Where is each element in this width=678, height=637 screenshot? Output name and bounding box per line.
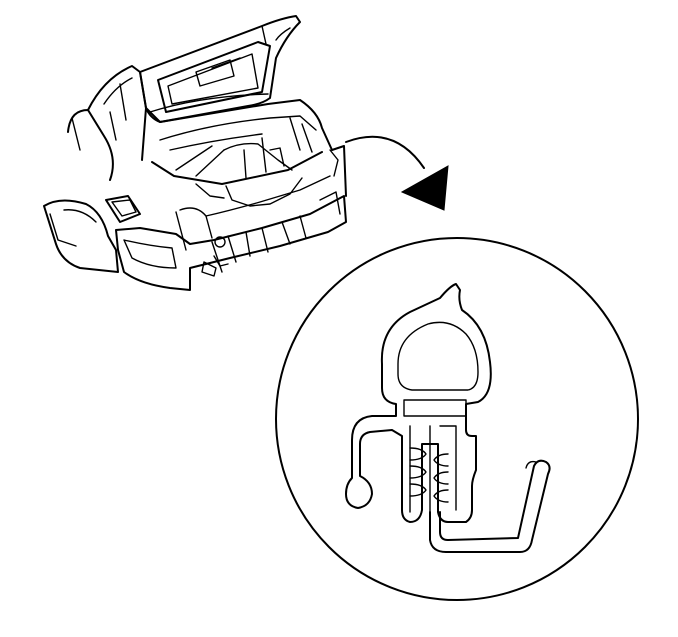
trunk-lid <box>139 15 301 123</box>
curved-callout-arrow <box>345 135 449 211</box>
trunk-opening <box>145 99 347 207</box>
circular-detail-view <box>275 237 639 601</box>
quarter-panel <box>43 109 141 273</box>
weatherstrip-seal-cross-section <box>345 283 551 553</box>
vehicle-rear-trunk-open <box>43 15 347 291</box>
rear-fascia <box>115 175 347 291</box>
rear-window-frame <box>87 65 147 161</box>
